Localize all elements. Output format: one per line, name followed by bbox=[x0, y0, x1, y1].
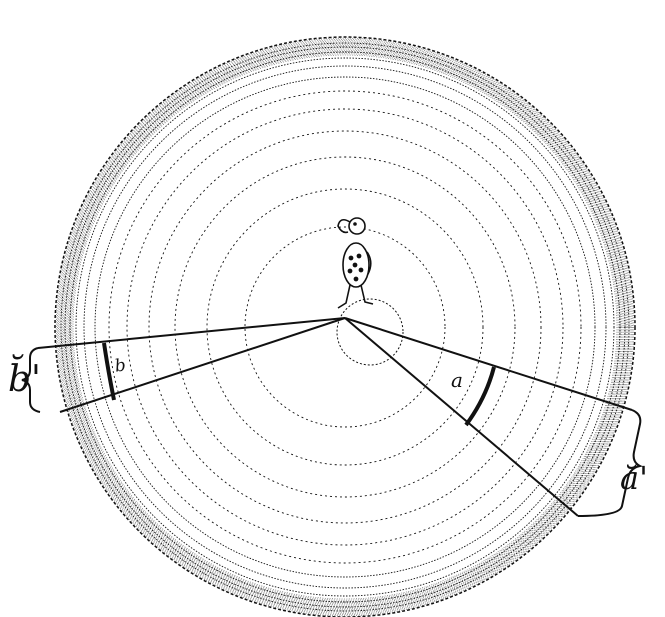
ring bbox=[175, 157, 515, 497]
rim-hatch bbox=[67, 49, 623, 605]
ring bbox=[109, 91, 581, 563]
rim-shading bbox=[56, 38, 634, 616]
ring bbox=[61, 43, 629, 611]
arc-b bbox=[104, 343, 114, 400]
ring bbox=[127, 109, 563, 545]
rim-hatch bbox=[56, 38, 634, 616]
rim-hatch bbox=[59, 41, 632, 614]
rim-hatch bbox=[61, 43, 629, 611]
rim-hatch bbox=[68, 50, 622, 604]
label-a: a bbox=[451, 370, 463, 390]
observer-circle bbox=[337, 299, 403, 365]
label-b-prime: b̆' bbox=[8, 362, 41, 398]
sector-a-lower-line bbox=[345, 318, 578, 516]
ring bbox=[76, 58, 614, 596]
rim-hatch bbox=[57, 39, 632, 614]
rim-hatch bbox=[69, 51, 620, 602]
sector-a-upper-line bbox=[345, 318, 632, 410]
standing-figure-icon bbox=[338, 218, 373, 308]
ring bbox=[149, 131, 541, 523]
rim-hatch bbox=[72, 54, 618, 600]
arc-a bbox=[466, 367, 494, 425]
ring bbox=[84, 66, 606, 588]
rim-hatch bbox=[63, 45, 626, 608]
ring bbox=[95, 77, 595, 577]
concentric-rings bbox=[61, 43, 629, 611]
label-b: b bbox=[114, 357, 127, 375]
rim-hatch bbox=[66, 48, 624, 606]
ring bbox=[70, 52, 620, 602]
rim-hatch bbox=[71, 53, 620, 602]
rim-hatch bbox=[60, 42, 630, 612]
outer-disc bbox=[55, 37, 635, 617]
label-a-prime: ă' bbox=[620, 462, 648, 494]
